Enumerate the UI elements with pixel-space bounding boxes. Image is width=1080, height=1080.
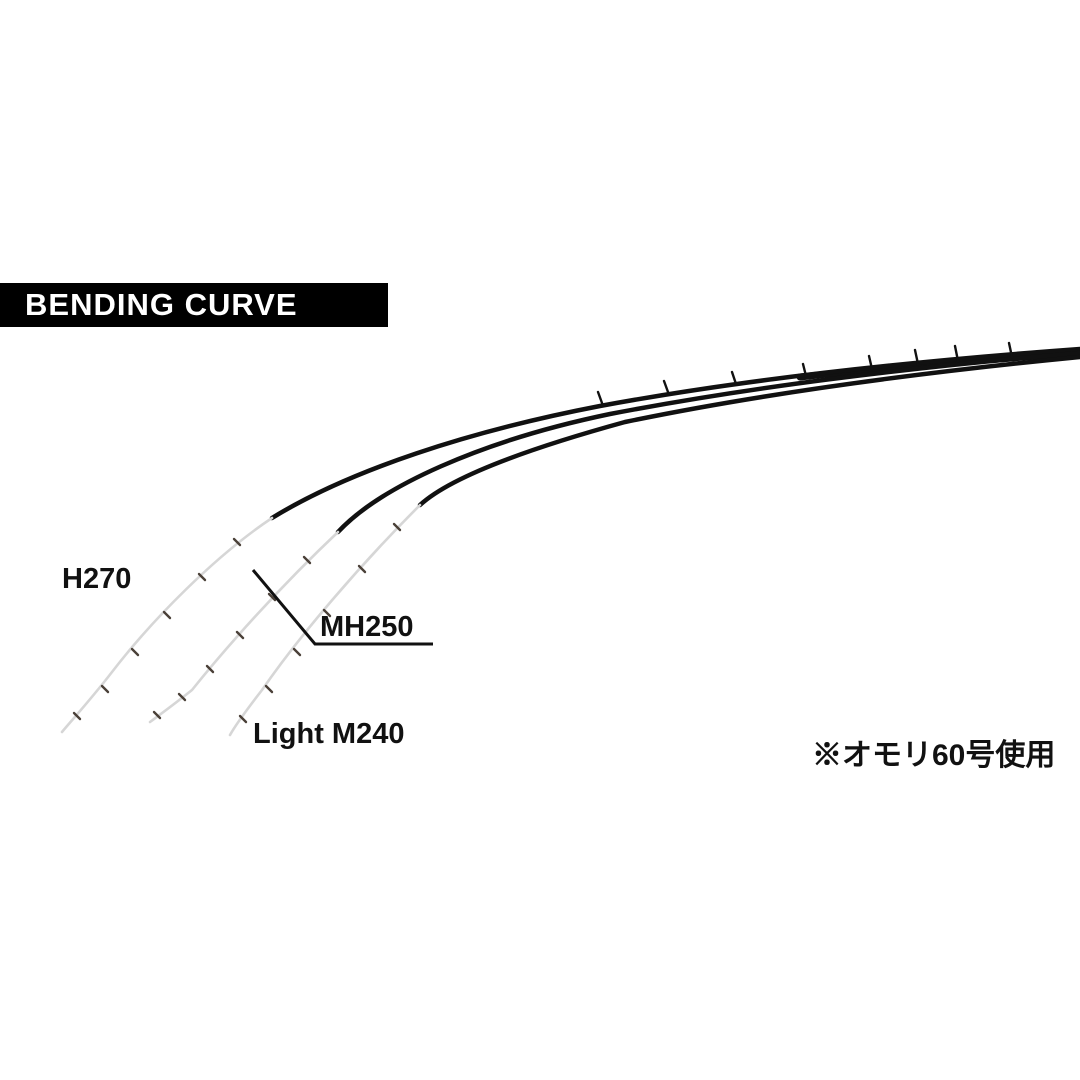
weight-note: ※オモリ60号使用	[812, 739, 1056, 772]
tip-guide-marks-h270	[72, 537, 242, 721]
tip-guide-marks-mh250	[152, 555, 312, 720]
trunk-guide-marks	[596, 341, 1014, 405]
rod-tip-mh250	[148, 530, 340, 724]
section-banner: BENDING CURVE	[0, 283, 388, 327]
rod-label-mh250: MH250	[320, 611, 414, 643]
rod-tip-h270	[60, 516, 274, 734]
rod-curve-m240	[417, 354, 1080, 508]
rod-tip-m240	[228, 503, 422, 737]
rod-label-light-m240: Light M240	[253, 718, 405, 750]
section-title: BENDING CURVE	[25, 287, 298, 322]
tip-guide-marks-m240	[238, 522, 402, 724]
rod-label-h270: H270	[62, 563, 132, 595]
rod-curve-h270	[269, 346, 1080, 521]
rod-curve-mh250	[335, 350, 1080, 535]
mh250-leader-line	[251, 569, 433, 646]
